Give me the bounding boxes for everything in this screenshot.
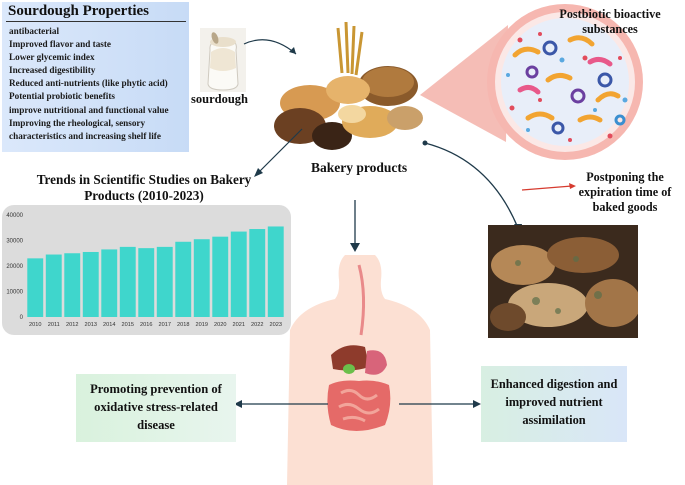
x-tick-label: 2014 [103,322,115,328]
trends-bar-chart: 0 10000 20000 30000 40000 2010 2011 2012 2013 201… [6,213,284,328]
bar-2021 [230,231,247,317]
arrow-to-prevention [234,400,328,408]
x-tick-label: 2011 [48,322,60,328]
sourdough-properties-panel [2,2,189,152]
trends-title: Trends in Scientific Studies on Bakery P… [8,172,280,204]
property-item: Increased digestibility [9,65,96,76]
sourdough-properties-list: antibacterial Improved flavor and taste … [9,25,169,143]
bar-2018 [175,241,192,317]
human-digestive-system [287,255,433,485]
x-tick-label: 2018 [177,322,189,328]
bar-2017 [156,246,173,317]
property-item: Reduced anti-nutrients (like phytic acid… [9,78,168,89]
property-item: characteristics and increasing shelf lif… [9,130,161,141]
bar-2013 [82,251,99,317]
y-tick-label: 20000 [6,264,23,270]
postbiotic-magnifier [420,4,643,160]
sourdough-jar-image [200,28,246,92]
bakery-products-image [274,21,423,150]
y-tick-label: 30000 [6,239,23,245]
property-item: improve nutritional and functional value [9,104,169,115]
x-tick-label: 2013 [85,322,97,328]
property-item: Improved flavor and taste [9,39,111,50]
property-item: Potential probiotic benefits [9,91,115,102]
prevention-label: Promoting prevention of oxidative stress… [78,380,234,434]
postponing-label: Postponing the expiration time of baked … [565,170,685,215]
prevention-label-line3: disease [137,418,175,432]
x-tick-label: 2021 [233,322,245,328]
x-tick-label: 2017 [159,322,171,328]
digestion-label: Enhanced digestion and improved nutrient… [483,375,625,429]
trends-chart-panel: 0 10000 20000 30000 40000 2010 2011 2012 2013 201… [2,205,291,335]
sourdough-label: sourdough [191,92,248,106]
bar-2020 [212,236,229,317]
postponing-label-line1: Postponing the [586,170,664,184]
stale-bread-image [488,225,638,338]
bar-2023 [267,226,284,317]
bar-2019 [193,239,210,317]
x-tick-label: 2012 [66,322,78,328]
y-tick-label: 10000 [6,290,23,296]
postbiotic-label-line2: substances [582,22,638,36]
title-divider [6,21,186,22]
bar-2014 [101,249,118,317]
bar-2016 [138,248,155,317]
property-item: antibacterial [9,26,60,36]
arrow-to-digestion [399,400,481,408]
postbiotic-label: Postbiotic bioactive substances [540,7,680,37]
digestion-box [481,366,627,442]
arrow-to-shelf-life [521,183,576,191]
postponing-label-line2: expiration time of [578,185,672,199]
property-item: Improving the rheological, sensory [9,117,146,128]
x-tick-label: 2020 [214,322,226,328]
prevention-label-line1: Promoting prevention of [90,382,222,396]
bar-2022 [249,229,266,317]
bar-2010 [27,258,44,317]
prevention-label-line2: oxidative stress-related [94,400,218,414]
y-tick-label: 0 [20,315,24,321]
x-tick-label: 2022 [251,322,263,328]
trends-title-line2: Products (2010-2023) [84,188,204,203]
digestion-label-line3: assimilation [522,413,586,427]
digestion-label-line2: improved nutrient [505,395,603,409]
x-tick-label: 2010 [29,322,41,328]
bar-2015 [119,246,136,317]
y-tick-label: 40000 [6,213,23,219]
postbiotic-label-line1: Postbiotic bioactive [559,7,661,21]
prevention-box [76,374,236,442]
sourdough-properties-title: Sourdough Properties [8,3,149,19]
property-item: Lower glycemic index [9,52,95,63]
arrow-bakery-to-trends [254,128,303,177]
arrow-bakery-to-body [350,200,360,252]
postponing-label-line3: baked goods [592,200,658,214]
bakery-products-label: Bakery products [311,160,408,175]
trends-title-line1: Trends in Scientific Studies on Bakery [36,172,252,187]
x-tick-label: 2023 [270,322,282,328]
bar-2012 [64,253,81,317]
x-tick-label: 2016 [140,322,152,328]
x-tick-label: 2015 [122,322,134,328]
digestion-label-line1: Enhanced digestion and [490,377,618,391]
arrow-sourdough-to-bakery [243,39,297,55]
bar-2011 [45,254,62,317]
x-tick-label: 2019 [196,322,208,328]
